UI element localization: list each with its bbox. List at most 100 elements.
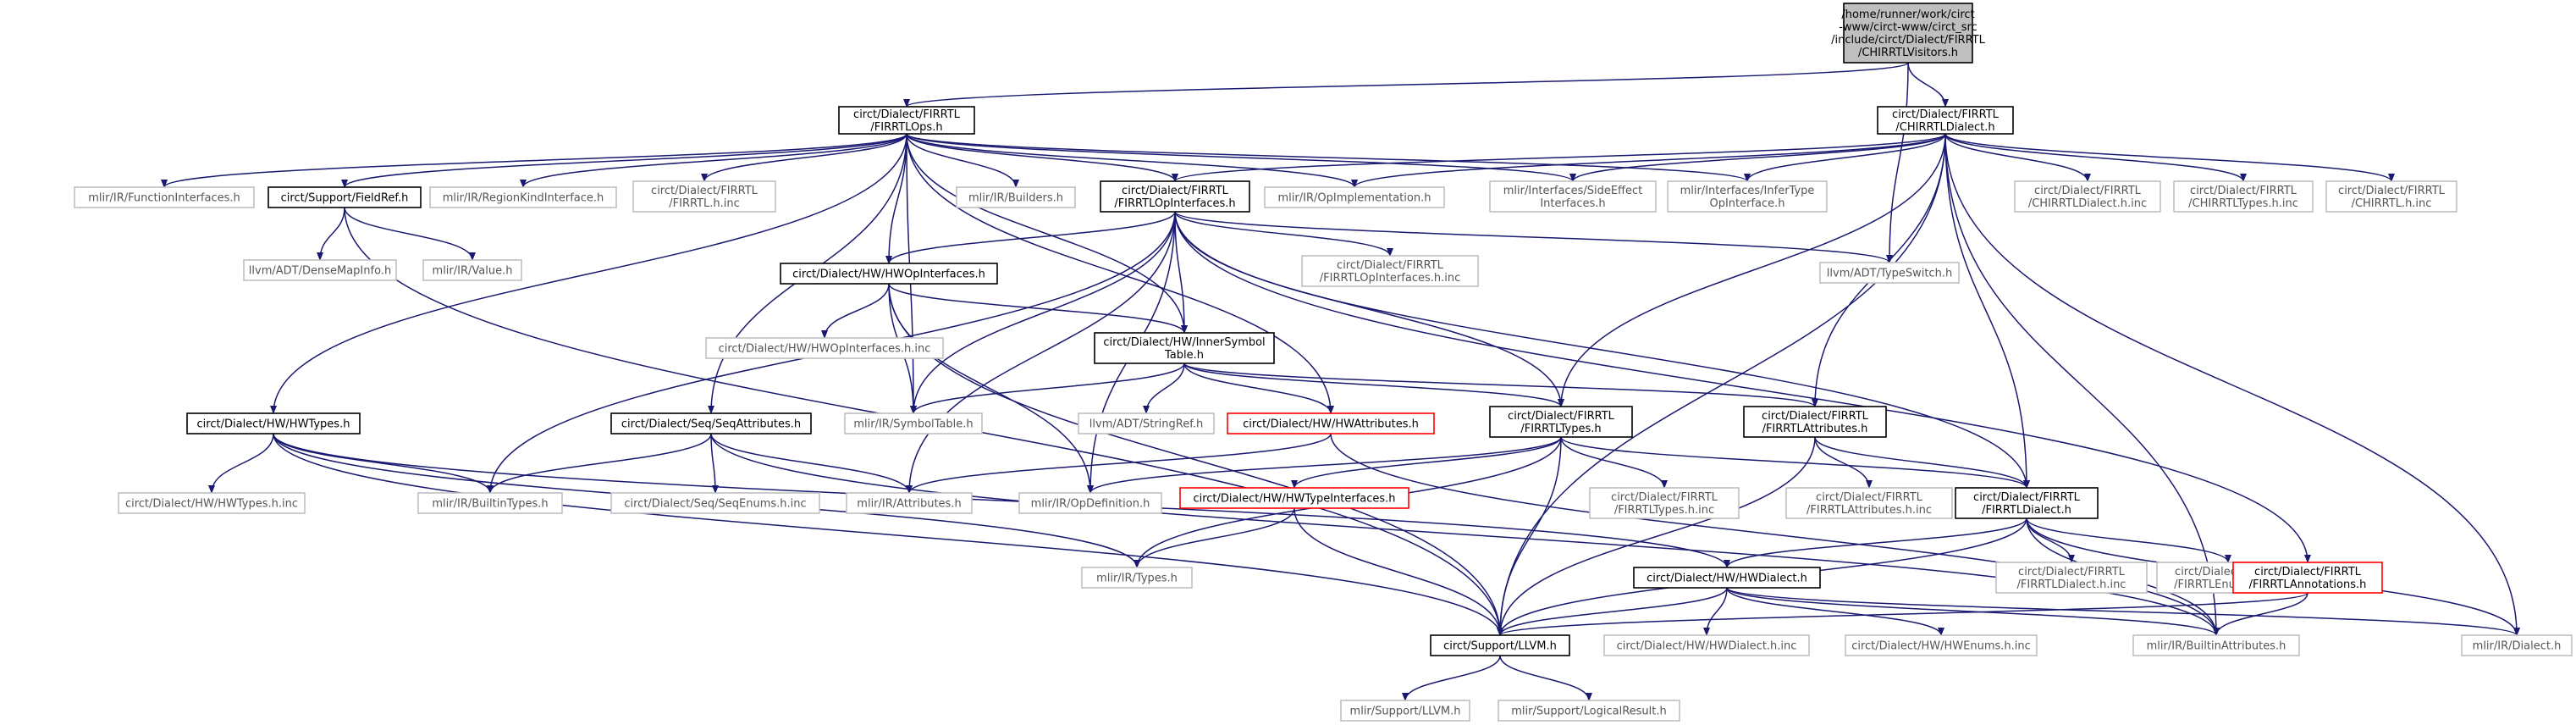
- node-label: mlir/Support/LogicalResult.h: [1511, 706, 1666, 718]
- node-llvmh[interactable]: circt/Support/LLVM.h: [1430, 634, 1570, 656]
- edge-chirrtldialect-to-sideeffect: [1569, 133, 1946, 182]
- node-types: mlir/IR/Types.h: [1081, 567, 1193, 589]
- node-firrtlops[interactable]: circt/Dialect/FIRRTL/FIRRTLOps.h: [838, 106, 975, 135]
- node-hwenumsinc: circt/Dialect/HW/HWEnums.h.inc: [1845, 634, 2038, 656]
- node-firrtldialect[interactable]: circt/Dialect/FIRRTL/FIRRTLDialect.h: [1955, 487, 2099, 519]
- node-label: circt/Dialect/FIRRTL/FIRRTLDialect.h: [1973, 491, 2081, 517]
- node-funcif: mlir/IR/FunctionInterfaces.h: [74, 186, 255, 208]
- node-firrtltypes[interactable]: circt/Dialect/FIRRTL/FIRRTLTypes.h: [1489, 406, 1633, 438]
- node-box: [1633, 567, 1821, 589]
- edge-firrtlops-to-hwtypes: [270, 133, 907, 414]
- edge-seqattrs-to-seqenums: [710, 433, 719, 494]
- edge-firrtlopif-to-firrtltypes: [1174, 211, 1564, 407]
- node-chirrtldialectinc: circt/Dialect/FIRRTL/CHIRRTLDialect.h.in…: [2014, 180, 2161, 213]
- node-mlirsupportllvm: mlir/Support/LLVM.h: [1340, 700, 1470, 722]
- node-label: circt/Dialect/FIRRTL/FIRRTL.h.inc: [651, 185, 758, 210]
- edge-firrtlopif-to-firrtlannot: [1174, 211, 2311, 563]
- node-box: [1743, 406, 1887, 438]
- node-box: [1100, 180, 1250, 213]
- edge-hwopif-to-innersym: [888, 283, 1188, 334]
- node-fieldref[interactable]: circt/Support/FieldRef.h: [268, 186, 422, 208]
- edge-firrtlopif-to-innersym: [1174, 211, 1188, 334]
- node-hwtypeif[interactable]: circt/Dialect/HW/HWTypeInterfaces.h: [1179, 487, 1409, 509]
- node-hwdialect[interactable]: circt/Dialect/HW/HWDialect.h: [1633, 567, 1821, 589]
- node-box: [1179, 487, 1409, 509]
- edge-firrtltypes-to-firrtldialect: [1560, 436, 2030, 489]
- edge-llvmh-to-logicalresult: [1499, 655, 1592, 701]
- node-symboltable: mlir/IR/SymbolTable.h: [844, 412, 983, 434]
- node-box: [1845, 634, 2038, 656]
- node-firrtlopifinc: circt/Dialect/FIRRTL/FIRRTLOpInterfaces.…: [1301, 255, 1479, 287]
- node-firrtlattrs[interactable]: circt/Dialect/FIRRTL/FIRRTLAttributes.h: [1743, 406, 1887, 438]
- node-firrtlannot[interactable]: circt/Dialect/FIRRTL/FIRRTLAnnotations.h: [2232, 562, 2383, 594]
- node-box: [2014, 180, 2161, 213]
- node-label: circt/Dialect/FIRRTL/FIRRTLTypes.h.inc: [1611, 491, 1718, 517]
- edge-hwtypes-to-hwdialect: [273, 433, 1730, 568]
- edge-firrtlattrs-to-llvmh: [1497, 436, 1816, 636]
- node-hwopif[interactable]: circt/Dialect/HW/HWOpInterfaces.h: [780, 263, 998, 285]
- edge-hwtypeif-to-types: [1134, 507, 1295, 568]
- node-firrtlattrsinc: circt/Dialect/FIRRTL/FIRRTLAttributes.h.…: [1785, 487, 1953, 519]
- node-box: [1094, 332, 1275, 364]
- node-hwopifinc: circt/Dialect/HW/HWOpInterfaces.h.inc: [705, 337, 944, 359]
- edge-hwdialect-to-dialect: [1726, 587, 2520, 636]
- node-label: mlir/IR/Types.h: [1096, 573, 1178, 585]
- edge-hwdialect-to-llvmh: [1497, 587, 1728, 636]
- node-label: mlir/IR/BuiltinAttributes.h: [2147, 640, 2286, 653]
- edge-hwattrs-to-builtinattrs: [1330, 433, 2220, 636]
- node-box: [1018, 492, 1162, 514]
- node-chirrtldialect[interactable]: circt/Dialect/FIRRTL/CHIRRTLDialect.h: [1877, 106, 2014, 135]
- node-box: [2132, 634, 2300, 656]
- edge-seqattrs-to-builtinattrs: [710, 433, 2220, 636]
- node-box: [429, 186, 617, 208]
- node-label: circt/Dialect/HW/HWDialect.h.inc: [1617, 640, 1797, 653]
- node-box: [1430, 634, 1570, 656]
- node-opdef: mlir/IR/OpDefinition.h: [1018, 492, 1162, 514]
- node-label: mlir/IR/RegionKindInterface.h: [443, 192, 604, 205]
- edge-firrtlannot-to-llvmh: [1497, 592, 2308, 636]
- edge-firrtlops-to-fieldref: [341, 133, 907, 188]
- edge-firrtlopif-to-firrtldialect: [1174, 211, 2030, 489]
- edge-firrtlops-to-opimpl: [906, 133, 1358, 188]
- node-label: circt/Dialect/HW/HWDialect.h: [1647, 573, 1807, 585]
- node-hwtypes[interactable]: circt/Dialect/HW/HWTypes.h: [186, 412, 361, 434]
- node-label: mlir/IR/Builders.h: [968, 192, 1063, 205]
- edge-firrtlattrs-to-firrtldialect: [1814, 436, 2030, 489]
- node-box: [1264, 186, 1445, 208]
- node-label: circt/Dialect/FIRRTL/CHIRRTLDialect.h.in…: [2028, 185, 2147, 210]
- node-hwattrs[interactable]: circt/Dialect/HW/HWAttributes.h: [1227, 412, 1435, 434]
- node-label: circt/Dialect/Seq/SeqEnums.h.inc: [624, 498, 806, 511]
- node-box: [2232, 562, 2383, 594]
- node-box: [1227, 412, 1435, 434]
- node-firrtlopif[interactable]: circt/Dialect/FIRRTL/FIRRTLOpInterfaces.…: [1100, 180, 1250, 213]
- node-builtintypes: mlir/IR/BuiltinTypes.h: [417, 492, 563, 514]
- node-box: [1667, 180, 1828, 213]
- edge-seqattrs-to-builtintypes: [487, 433, 712, 494]
- node-seqattrs[interactable]: circt/Dialect/Seq/SeqAttributes.h: [610, 412, 812, 434]
- node-label: mlir/Support/LLVM.h: [1350, 706, 1461, 718]
- node-label: mlir/IR/Value.h: [433, 265, 513, 278]
- node-label: mlir/IR/OpImplementation.h: [1278, 192, 1431, 205]
- edge-firrtlopif-to-attributes: [906, 211, 1176, 494]
- edge-firrtlops-to-hwattrs: [906, 133, 1334, 414]
- node-hwtypesinc: circt/Dialect/HW/HWTypes.h.inc: [118, 492, 306, 514]
- edge-hwdialect-to-hwenumsinc: [1726, 587, 1944, 636]
- node-label: circt/Dialect/FIRRTL/FIRRTLOps.h: [853, 108, 961, 134]
- edge-chirrtldialect-to-firrtlopif: [1172, 133, 1946, 182]
- node-box: [417, 492, 563, 514]
- edge-chirrtldialect-to-chirrtltypesinc: [1944, 133, 2247, 182]
- node-label: circt/Support/LLVM.h: [1443, 640, 1557, 653]
- edge-hwtypes-to-builtintypes: [273, 433, 494, 494]
- edge-chirrtldialect-to-firrtltypes: [1558, 133, 1946, 407]
- node-dialect: mlir/IR/Dialect.h: [2461, 634, 2573, 656]
- node-firrtltypesinc: circt/Dialect/FIRRTL/FIRRTLTypes.h.inc: [1589, 487, 1740, 519]
- node-label: mlir/IR/Dialect.h: [2473, 640, 2562, 653]
- node-box: [1489, 406, 1633, 438]
- node-box: [1819, 262, 1960, 284]
- node-label: circt/Dialect/FIRRTL/FIRRTLAttributes.h: [1762, 410, 1869, 435]
- node-box: [1589, 487, 1740, 519]
- node-root[interactable]: /home/runner/work/circt-www/circt-www/ci…: [1831, 3, 1986, 64]
- node-box: [186, 412, 361, 434]
